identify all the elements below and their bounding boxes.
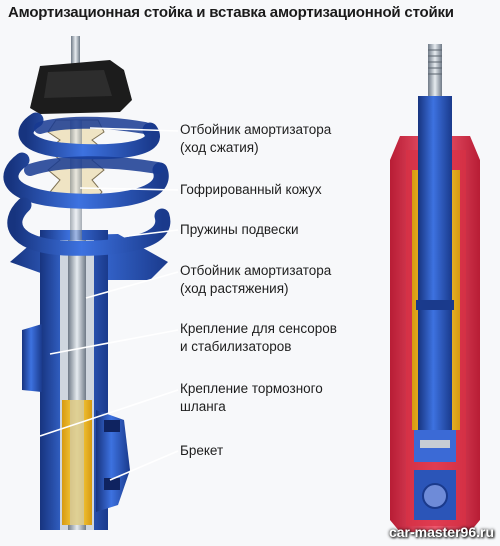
label-sensor-mount-line1: Крепление для сенсоров — [180, 321, 337, 336]
left-strut — [3, 36, 171, 530]
label-compression-bumper: Отбойник амортизатора (ход сжатия) — [180, 121, 331, 157]
leader-lines — [39, 127, 179, 481]
insert-upper-tube — [418, 96, 452, 140]
label-rebound-bumper: Отбойник амортизатора (ход растяжения) — [180, 262, 331, 298]
label-bracket: Брекет — [180, 442, 223, 460]
label-rebound-bumper-line2: (ход растяжения) — [180, 281, 289, 296]
label-dust-bellows: Гофрированный кожух — [180, 181, 322, 199]
label-compression-bumper-line1: Отбойник амортизатора — [180, 122, 332, 137]
insert-rod-thread — [428, 44, 442, 98]
sensor-mount — [22, 324, 42, 392]
coil-spring — [3, 112, 171, 256]
label-sensor-mount: Крепление для сенсоров и стабилизаторов — [180, 320, 337, 356]
label-sensor-mount-line2: и стабилизаторов — [180, 339, 292, 354]
label-coil-spring-line1: Пружины подвески — [180, 222, 299, 237]
right-insert — [390, 44, 480, 532]
watermark: car-master96.ru — [388, 524, 494, 540]
label-coil-spring: Пружины подвески — [180, 221, 299, 239]
page-title: Амортизационная стойка и вставка амортиз… — [8, 4, 454, 21]
label-brake-hose-mount-line1: Крепление тормозного — [180, 381, 323, 396]
label-compression-bumper-line2: (ход сжатия) — [180, 140, 259, 155]
label-dust-bellows-line1: Гофрированный кожух — [180, 182, 322, 197]
label-bracket-line1: Брекет — [180, 443, 224, 458]
label-brake-hose-mount: Крепление тормозного шланга — [180, 380, 323, 416]
insert-piston-tube — [418, 136, 452, 446]
label-brake-hose-mount-line2: шланга — [180, 399, 226, 414]
label-rebound-bumper-line1: Отбойник амортизатора — [180, 263, 332, 278]
